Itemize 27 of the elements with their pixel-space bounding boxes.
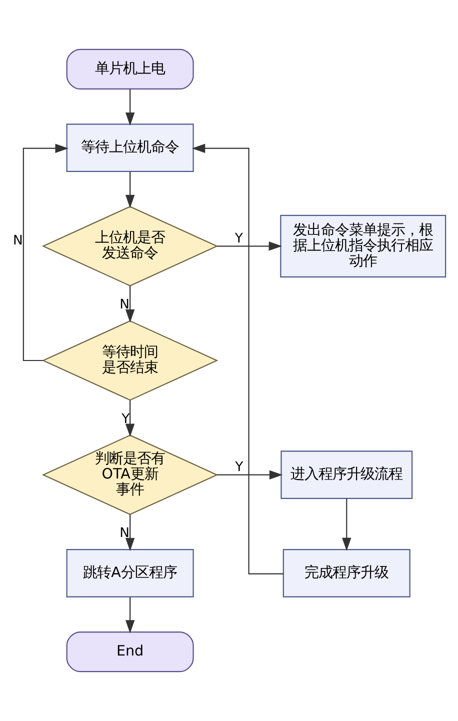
edge-label: Y bbox=[234, 231, 243, 246]
edge-label: Y bbox=[122, 412, 130, 427]
node-box: 等待上位机命令 bbox=[66, 124, 194, 172]
node-diamond: 等待时间是否结束 bbox=[42, 320, 218, 401]
node-box: 跳转A分区程序 bbox=[66, 549, 194, 598]
arrow bbox=[125, 89, 135, 126]
node-diamond: 判断是否有OTA更新事件 bbox=[42, 434, 218, 515]
arrow bbox=[217, 470, 283, 480]
node-box: End bbox=[66, 631, 194, 672]
edge-label: N bbox=[12, 233, 23, 248]
node-box: 完成程序升级 bbox=[282, 549, 410, 598]
node-box: 发出命令菜单提示，根据上位机指令执行相应动作 bbox=[280, 214, 446, 278]
arrow bbox=[125, 597, 135, 634]
node-box: 单片机上电 bbox=[66, 48, 194, 90]
arrow bbox=[342, 498, 352, 551]
edge-label: Y bbox=[235, 460, 244, 476]
node-diamond: 上位机是否发送命令 bbox=[42, 206, 218, 286]
arrow bbox=[22, 144, 68, 362]
arrow bbox=[125, 400, 135, 437]
arrow bbox=[125, 286, 135, 323]
arrow bbox=[125, 514, 135, 552]
arrow bbox=[125, 172, 135, 208]
node-box: 进入程序升级流程 bbox=[280, 450, 413, 500]
edge-label: N bbox=[120, 526, 130, 542]
arrow bbox=[192, 144, 284, 574]
arrow bbox=[217, 242, 282, 251]
edge-label: N bbox=[120, 297, 130, 312]
